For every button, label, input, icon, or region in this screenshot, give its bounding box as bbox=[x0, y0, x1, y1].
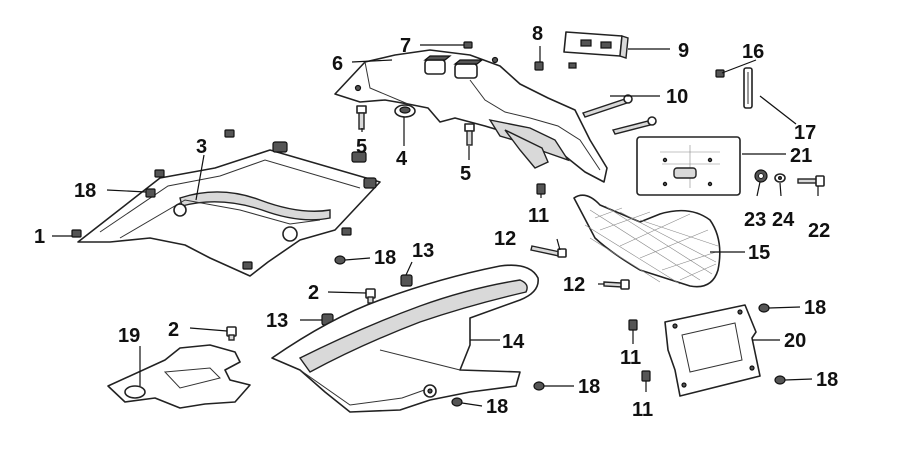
clip-nut-part-13-upper bbox=[400, 274, 413, 287]
callout-24: 24 bbox=[772, 209, 795, 231]
nut-part-16 bbox=[715, 69, 725, 78]
screw-part-22 bbox=[797, 175, 825, 187]
callout-18-d: 18 bbox=[486, 396, 508, 418]
license-plate-part-21 bbox=[636, 136, 741, 196]
clip-part-8 bbox=[534, 61, 544, 71]
callout-17: 17 bbox=[794, 122, 816, 144]
callout-18-a: 18 bbox=[74, 180, 96, 202]
callout-9: 9 bbox=[678, 40, 689, 62]
callout-3: 3 bbox=[196, 136, 207, 158]
callout-18-e: 18 bbox=[804, 297, 826, 319]
plate-bracket-part-20 bbox=[664, 304, 761, 397]
nut-part-18-e bbox=[758, 303, 770, 313]
screw-part-2-upper bbox=[365, 288, 376, 304]
callout-8: 8 bbox=[532, 23, 543, 45]
pad-part-9 bbox=[563, 31, 629, 69]
callout-15: 15 bbox=[748, 242, 770, 264]
callout-18-f: 18 bbox=[816, 369, 838, 391]
callout-5-right: 5 bbox=[460, 163, 471, 185]
callout-16: 16 bbox=[742, 41, 764, 63]
callout-22: 22 bbox=[808, 220, 830, 242]
callout-2-lower: 2 bbox=[168, 319, 179, 341]
clip-part-11-mid bbox=[628, 319, 638, 331]
callout-13-lower: 13 bbox=[266, 310, 288, 332]
callout-11-top: 11 bbox=[528, 205, 549, 227]
callout-14: 14 bbox=[502, 331, 525, 353]
bolt-part-right bbox=[464, 123, 475, 146]
rear-fender-part-14 bbox=[271, 264, 539, 413]
bolt-part-left bbox=[356, 105, 367, 130]
washer-part-24 bbox=[774, 173, 786, 183]
callout-10: 10 bbox=[666, 86, 688, 108]
callout-5-left: 5 bbox=[356, 136, 367, 158]
screw-part-12-lower bbox=[603, 279, 630, 290]
inner-tray-part-3 bbox=[77, 141, 381, 277]
nut-part-18-f bbox=[774, 375, 786, 385]
nut-part-7 bbox=[463, 41, 473, 49]
rod-part-17 bbox=[743, 67, 753, 109]
callout-4: 4 bbox=[396, 148, 408, 170]
nut-part-18-b bbox=[334, 255, 346, 265]
callout-12-upper: 12 bbox=[494, 228, 516, 250]
nut-part-23 bbox=[754, 169, 768, 183]
callout-7: 7 bbox=[400, 35, 411, 57]
callout-18-b: 18 bbox=[374, 247, 396, 269]
callout-11-low: 11 bbox=[632, 399, 653, 421]
callout-labels: 1 2 2 3 4 5 5 6 7 8 9 10 11 11 11 12 12 … bbox=[34, 23, 838, 421]
callout-11-mid: 11 bbox=[620, 347, 641, 369]
screw-part-12-upper bbox=[530, 245, 567, 258]
callout-20: 20 bbox=[784, 330, 806, 352]
callout-1: 1 bbox=[34, 226, 45, 248]
clip-part-tray-2 bbox=[154, 169, 165, 178]
callout-19: 19 bbox=[118, 325, 140, 347]
callout-23: 23 bbox=[744, 209, 766, 231]
reflector-panel-part-15 bbox=[573, 194, 721, 288]
clip-part-tray-3 bbox=[242, 261, 253, 270]
clip-part-11-low bbox=[641, 370, 651, 382]
callout-21: 21 bbox=[790, 145, 812, 167]
callout-18-c: 18 bbox=[578, 376, 600, 398]
rear-cowl-part bbox=[334, 49, 608, 183]
clip-part-tray-1 bbox=[224, 129, 235, 138]
clip-part-11-top bbox=[536, 183, 546, 195]
callout-2-upper: 2 bbox=[308, 282, 319, 304]
clip-part-tray-5 bbox=[71, 229, 82, 238]
long-bolts-part-10 bbox=[582, 94, 657, 135]
screw-part-2-lower bbox=[226, 326, 237, 341]
callout-12-lower: 12 bbox=[563, 274, 585, 296]
nut-part-18-a bbox=[145, 188, 156, 198]
callout-6: 6 bbox=[332, 53, 343, 75]
nut-part-18-c bbox=[533, 381, 545, 391]
leader-lines bbox=[52, 44, 819, 407]
callout-13-upper: 13 bbox=[412, 240, 434, 262]
hanger-bracket-part-19 bbox=[107, 344, 251, 409]
grommet-part bbox=[394, 104, 416, 118]
clip-part-tray-4 bbox=[341, 227, 352, 236]
nut-part-18-d bbox=[451, 397, 463, 407]
